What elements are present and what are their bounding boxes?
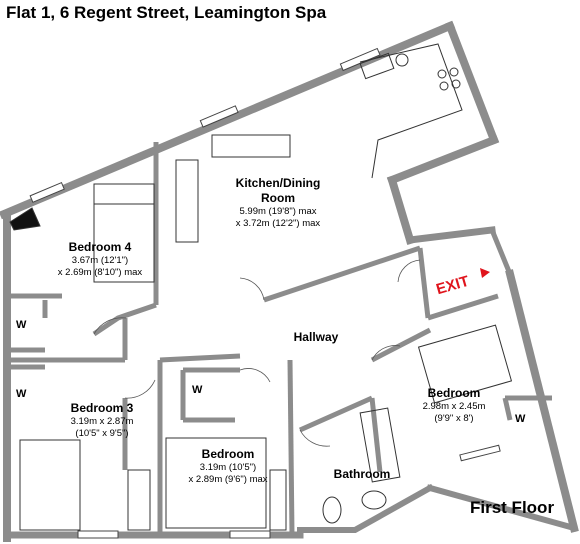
bedroom4-dim-line1: 3.67m (12'1") [71, 255, 129, 266]
bedroom-center-name: Bedroom [201, 447, 255, 461]
kitchen-name-line2: Room [261, 191, 295, 205]
kitchen-dim-line1: 5.99m (19'8") max [239, 206, 317, 217]
wardrobe-label: W [515, 413, 526, 425]
bedroom-center-dim-line1: 3.19m (10'5") [199, 462, 257, 473]
bedroom-center-dim-line2: x 2.89m (9'6") max [188, 474, 268, 485]
hallway-label: Hallway [280, 330, 352, 345]
bathroom-name: Bathroom [333, 467, 391, 481]
bedroom4-name: Bedroom 4 [68, 240, 132, 254]
kitchen-dim-line2: x 3.72m (12'2") max [235, 218, 321, 229]
windows [29, 47, 501, 539]
kitchen-label: Kitchen/Dining Room 5.99m (19'8") max x … [220, 176, 336, 230]
bedroom3-dim-line2: (10'5" x 9'5") [75, 428, 129, 439]
bedroom3-name: Bedroom 3 [70, 401, 134, 415]
bedroom-center-label: Bedroom 3.19m (10'5") x 2.89m (9'6") max [172, 447, 284, 486]
fixtures [9, 43, 513, 531]
bedroom-right-label: Bedroom 2.98m x 2.45m (9'9" x 8') [406, 386, 502, 425]
bedroom-right-name: Bedroom [427, 386, 481, 400]
bathroom-label: Bathroom [320, 467, 404, 482]
doors [93, 259, 421, 447]
wardrobe-label: W [16, 388, 27, 400]
bedroom4-label: Bedroom 4 3.67m (12'1") x 2.69m (8'10") … [44, 240, 156, 279]
hallway-name: Hallway [293, 330, 339, 344]
bedroom3-label: Bedroom 3 3.19m x 2.87m (10'5" x 9'5") [52, 401, 152, 440]
wardrobe-label: W [192, 384, 203, 396]
wardrobe-label: W [16, 319, 27, 331]
bedroom-right-dim-line2: (9'9" x 8') [434, 413, 474, 424]
floor-label: First Floor [470, 498, 555, 517]
bedroom4-dim-line2: x 2.69m (8'10") max [57, 267, 143, 278]
bedroom-right-dim-line1: 2.98m x 2.45m [422, 401, 486, 412]
page-title: Flat 1, 6 Regent Street, Leamington Spa [6, 3, 327, 22]
kitchen-name-line1: Kitchen/Dining [235, 176, 321, 190]
bedroom3-dim-line1: 3.19m x 2.87m [70, 416, 134, 427]
